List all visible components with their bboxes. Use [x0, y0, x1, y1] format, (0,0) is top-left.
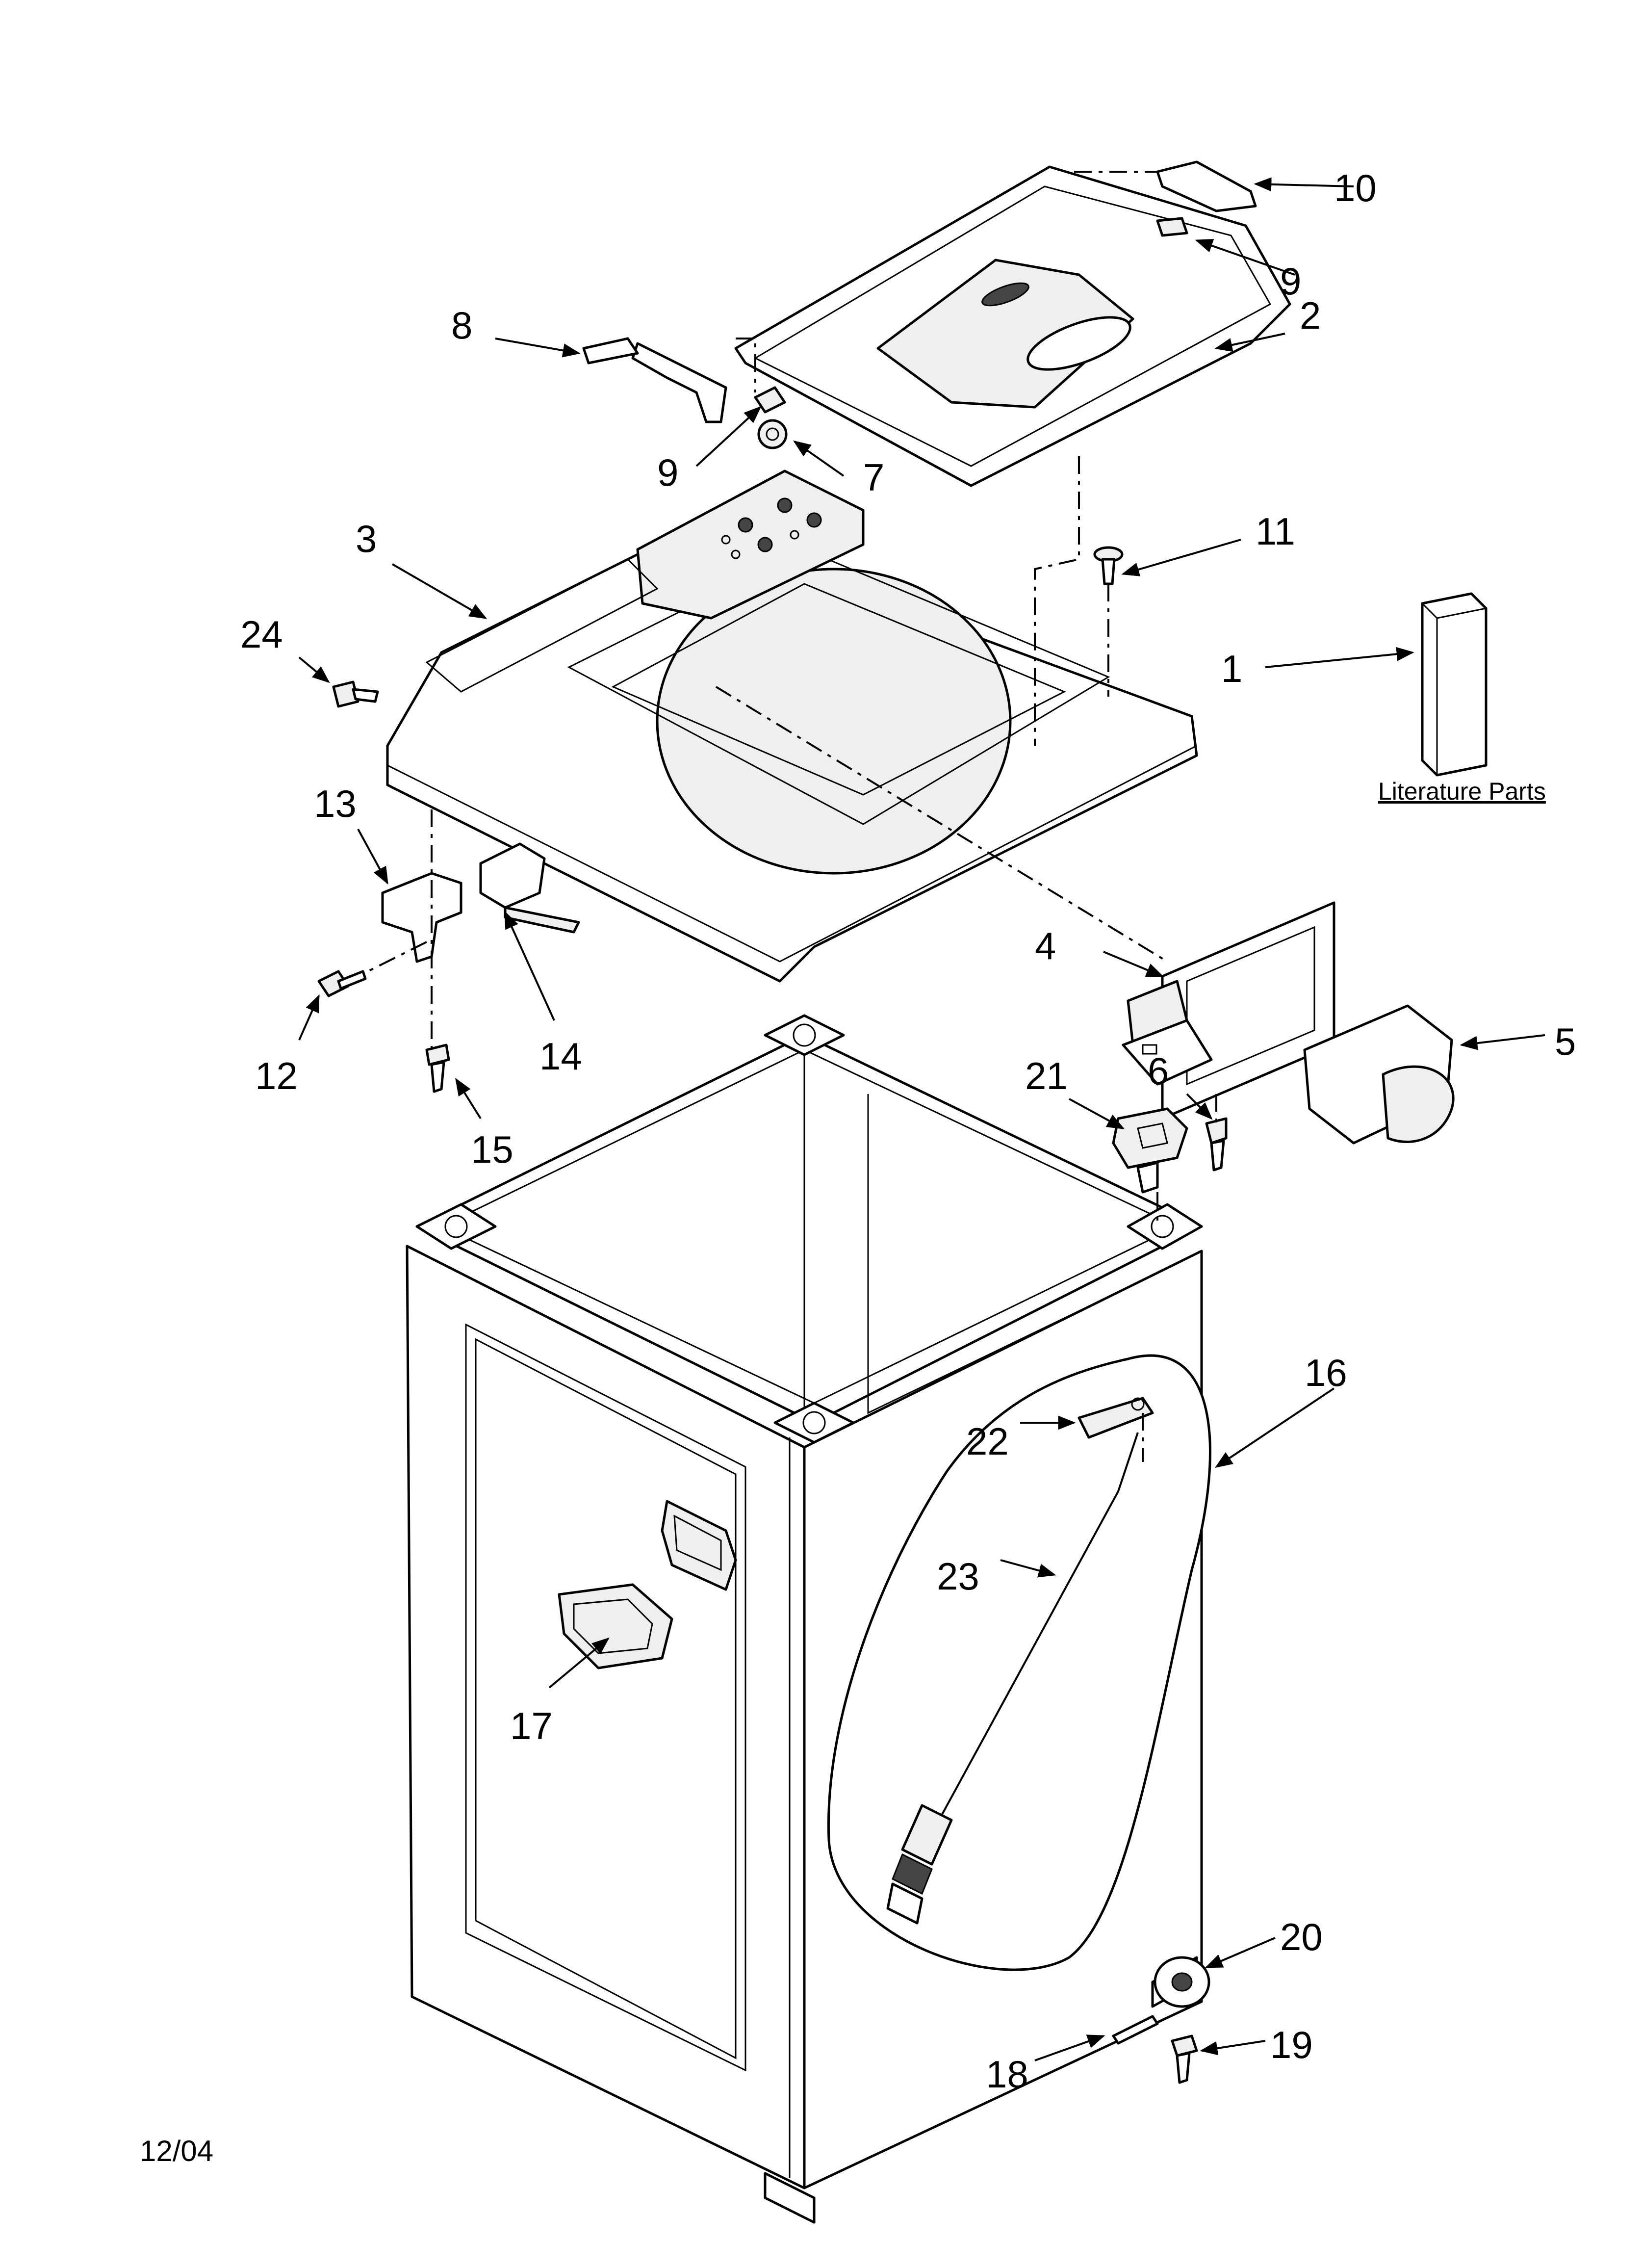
callout-23: 23 — [937, 1555, 979, 1598]
callout-24: 24 — [240, 613, 283, 656]
callout-20: 20 — [1280, 1915, 1323, 1958]
callout-2: 2 — [1300, 294, 1321, 337]
date-code: 12/04 — [140, 2135, 213, 2167]
dispenser-drawer — [1303, 1004, 1455, 1145]
callout-17: 17 — [510, 1704, 553, 1747]
lid-bumper — [757, 419, 788, 449]
pin — [1112, 2015, 1159, 2045]
callout-3: 3 — [356, 517, 377, 560]
callout-18: 18 — [986, 2053, 1028, 2096]
corner-bracket — [415, 1014, 1203, 1444]
callout-5: 5 — [1555, 1020, 1576, 1063]
callout-8: 8 — [451, 304, 472, 347]
lid-hinge — [631, 160, 1257, 423]
lid-switch-bracket — [381, 872, 462, 963]
callout-9: 9 — [1280, 260, 1301, 303]
hinge-screw — [754, 217, 1188, 414]
screw — [332, 680, 379, 708]
callout-11: 11 — [1256, 510, 1295, 553]
callout-7: 7 — [863, 456, 884, 499]
washer-top — [386, 469, 1198, 983]
literature-label: Literature Parts — [1378, 778, 1546, 805]
assembly-line — [367, 171, 1217, 1462]
screw — [1171, 2034, 1198, 2084]
callout-16: 16 — [1305, 1351, 1347, 1394]
suspension-rod — [886, 1432, 1139, 1925]
callout-9: 9 — [657, 451, 678, 494]
hand-hold — [558, 1500, 737, 1669]
console-button — [721, 497, 822, 559]
washer-lid — [734, 165, 1291, 487]
hinge-rod — [582, 337, 639, 365]
callout-22: 22 — [966, 1420, 1009, 1463]
screw — [1205, 1117, 1228, 1172]
callout-15: 15 — [471, 1128, 513, 1171]
callout-10: 10 — [1334, 166, 1377, 209]
leveling-leg — [1112, 1107, 1188, 1194]
dispenser-housing — [1122, 901, 1335, 1120]
literature-parts — [1421, 592, 1488, 777]
suspension-washer — [1078, 1397, 1154, 1439]
roller — [1154, 1956, 1210, 2008]
callout-19: 19 — [1270, 2023, 1313, 2066]
callout-14: 14 — [539, 1035, 582, 1078]
leader-arrow — [298, 177, 1545, 2061]
callout-12: 12 — [255, 1054, 298, 1097]
screw — [425, 1043, 450, 1093]
plug — [1093, 546, 1124, 585]
callout-21: 21 — [1025, 1054, 1068, 1097]
callout-4: 4 — [1035, 924, 1056, 967]
callout-13: 13 — [314, 782, 357, 825]
callout-6: 6 — [1148, 1049, 1169, 1093]
callout-1: 1 — [1221, 647, 1242, 690]
screw — [317, 970, 367, 997]
